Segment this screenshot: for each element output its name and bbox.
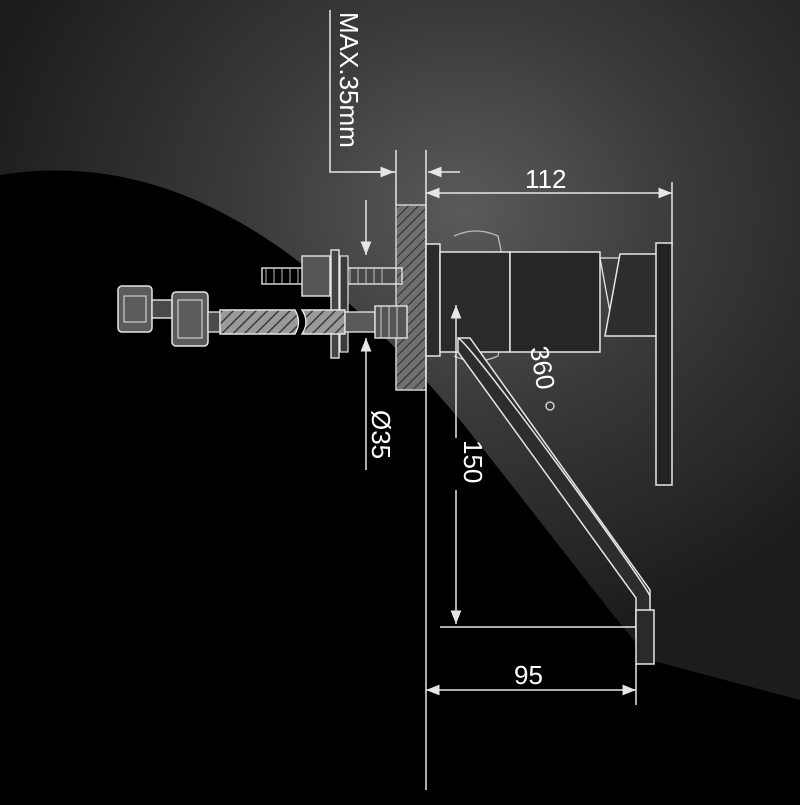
spout-length-label: 360	[524, 344, 561, 392]
body-cylinder	[439, 251, 511, 353]
height-label: 150	[458, 440, 488, 483]
braided-hose	[117, 285, 408, 347]
spout-pivot-mark	[545, 401, 555, 411]
diameter-label: Ø35	[366, 410, 396, 459]
wall-escutcheon	[425, 243, 441, 357]
mixer-body	[425, 230, 673, 486]
wall-section	[395, 204, 427, 391]
rear-fixing-assembly	[261, 249, 403, 359]
max-wall-label: MAX.35mm	[334, 12, 364, 148]
lever-blade	[655, 242, 673, 486]
spout-aerator	[635, 609, 655, 665]
depth-label: 112	[525, 164, 566, 194]
spout	[457, 337, 655, 665]
cartridge-housing	[509, 251, 601, 353]
reach-label: 95	[514, 660, 543, 690]
